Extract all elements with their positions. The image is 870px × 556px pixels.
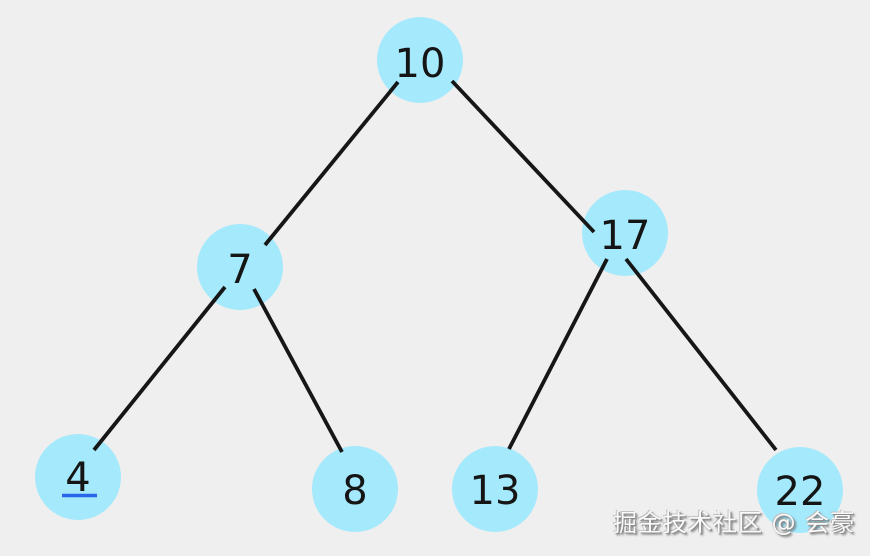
tree-node-label-22: 22 xyxy=(775,469,826,515)
tree-edge-7-8 xyxy=(252,288,344,453)
watermark-text: 掘金技术社区 @ 会豪 xyxy=(613,509,856,537)
tree-node-circle-17 xyxy=(582,190,668,276)
tree-node-circle-22 xyxy=(757,447,843,533)
tree-edge-17-22 xyxy=(624,257,778,452)
tree-node-label-17: 17 xyxy=(600,213,651,259)
tree-edge-7-4 xyxy=(92,285,227,452)
tree-node-label-8: 8 xyxy=(342,468,367,514)
tree-edge-17-13 xyxy=(507,258,609,450)
tree-edge-10-17 xyxy=(450,79,596,234)
tree-node-label-7: 7 xyxy=(227,247,252,293)
tree-node-label-13: 13 xyxy=(470,468,521,514)
tree-node-label-4: 4 xyxy=(65,455,90,501)
tree-node-circle-8 xyxy=(312,446,398,532)
tree-node-circle-4 xyxy=(35,434,121,520)
tree-node-circle-13 xyxy=(452,446,538,532)
tree-node-circle-7 xyxy=(197,224,283,310)
tree-node-label-10: 10 xyxy=(395,41,446,87)
tree-edge-10-7 xyxy=(263,80,400,247)
tree-node-circle-10 xyxy=(377,17,463,103)
